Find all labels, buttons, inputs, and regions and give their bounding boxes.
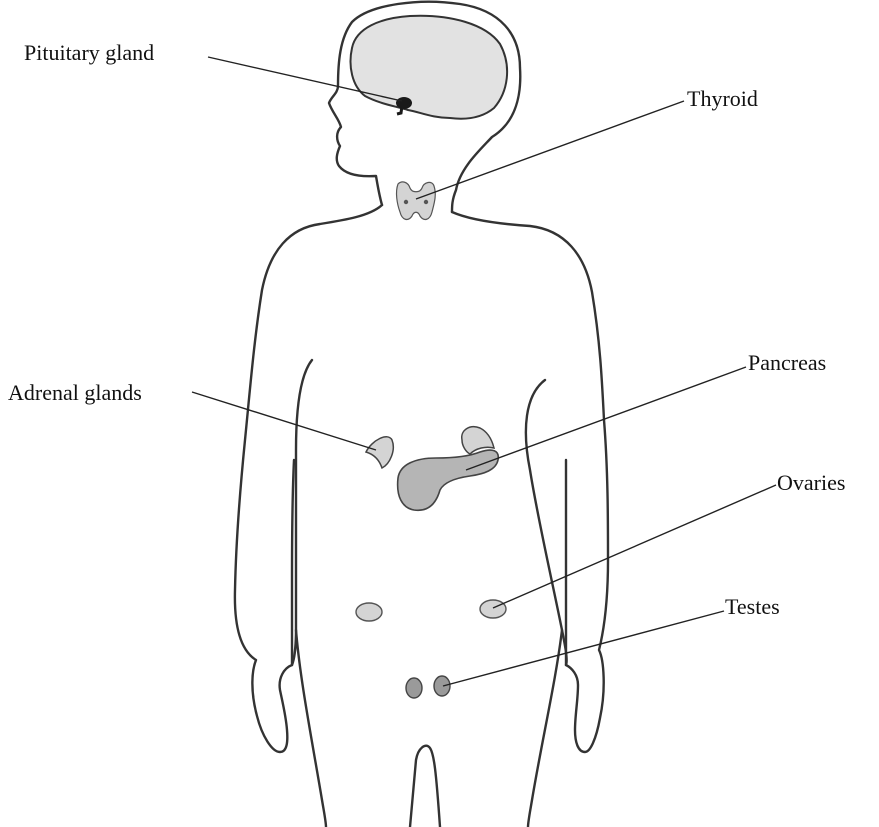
right-inner-arm-line bbox=[526, 380, 567, 665]
torso-left-outline bbox=[235, 205, 382, 752]
ovary-right-shape bbox=[480, 600, 506, 618]
thyroid-gland-shape bbox=[397, 182, 436, 220]
thyroid-dot-left bbox=[404, 200, 408, 204]
left-hip-outline bbox=[296, 630, 326, 827]
label-testes: Testes bbox=[725, 594, 780, 619]
body-outline bbox=[235, 2, 608, 827]
label-adrenal-glands: Adrenal glands bbox=[8, 380, 142, 405]
ovary-left-shape bbox=[356, 603, 382, 621]
testis-right-shape bbox=[434, 676, 450, 696]
label-pancreas: Pancreas bbox=[748, 350, 826, 375]
adrenal-gland-left-shape bbox=[366, 437, 393, 468]
leader-testes bbox=[443, 611, 724, 686]
testis-left-shape bbox=[406, 678, 422, 698]
brain bbox=[351, 16, 508, 119]
label-pituitary-gland: Pituitary gland bbox=[24, 40, 154, 65]
thyroid-dot-right bbox=[424, 200, 428, 204]
right-hip-outline bbox=[528, 630, 562, 827]
pancreas-shape bbox=[398, 450, 499, 510]
left-inner-arm-line bbox=[292, 360, 312, 665]
label-thyroid: Thyroid bbox=[687, 86, 758, 111]
crotch-outline bbox=[410, 746, 440, 827]
torso-right-outline bbox=[452, 212, 608, 752]
label-ovaries: Ovaries bbox=[777, 470, 845, 495]
leader-adrenal bbox=[192, 392, 376, 450]
